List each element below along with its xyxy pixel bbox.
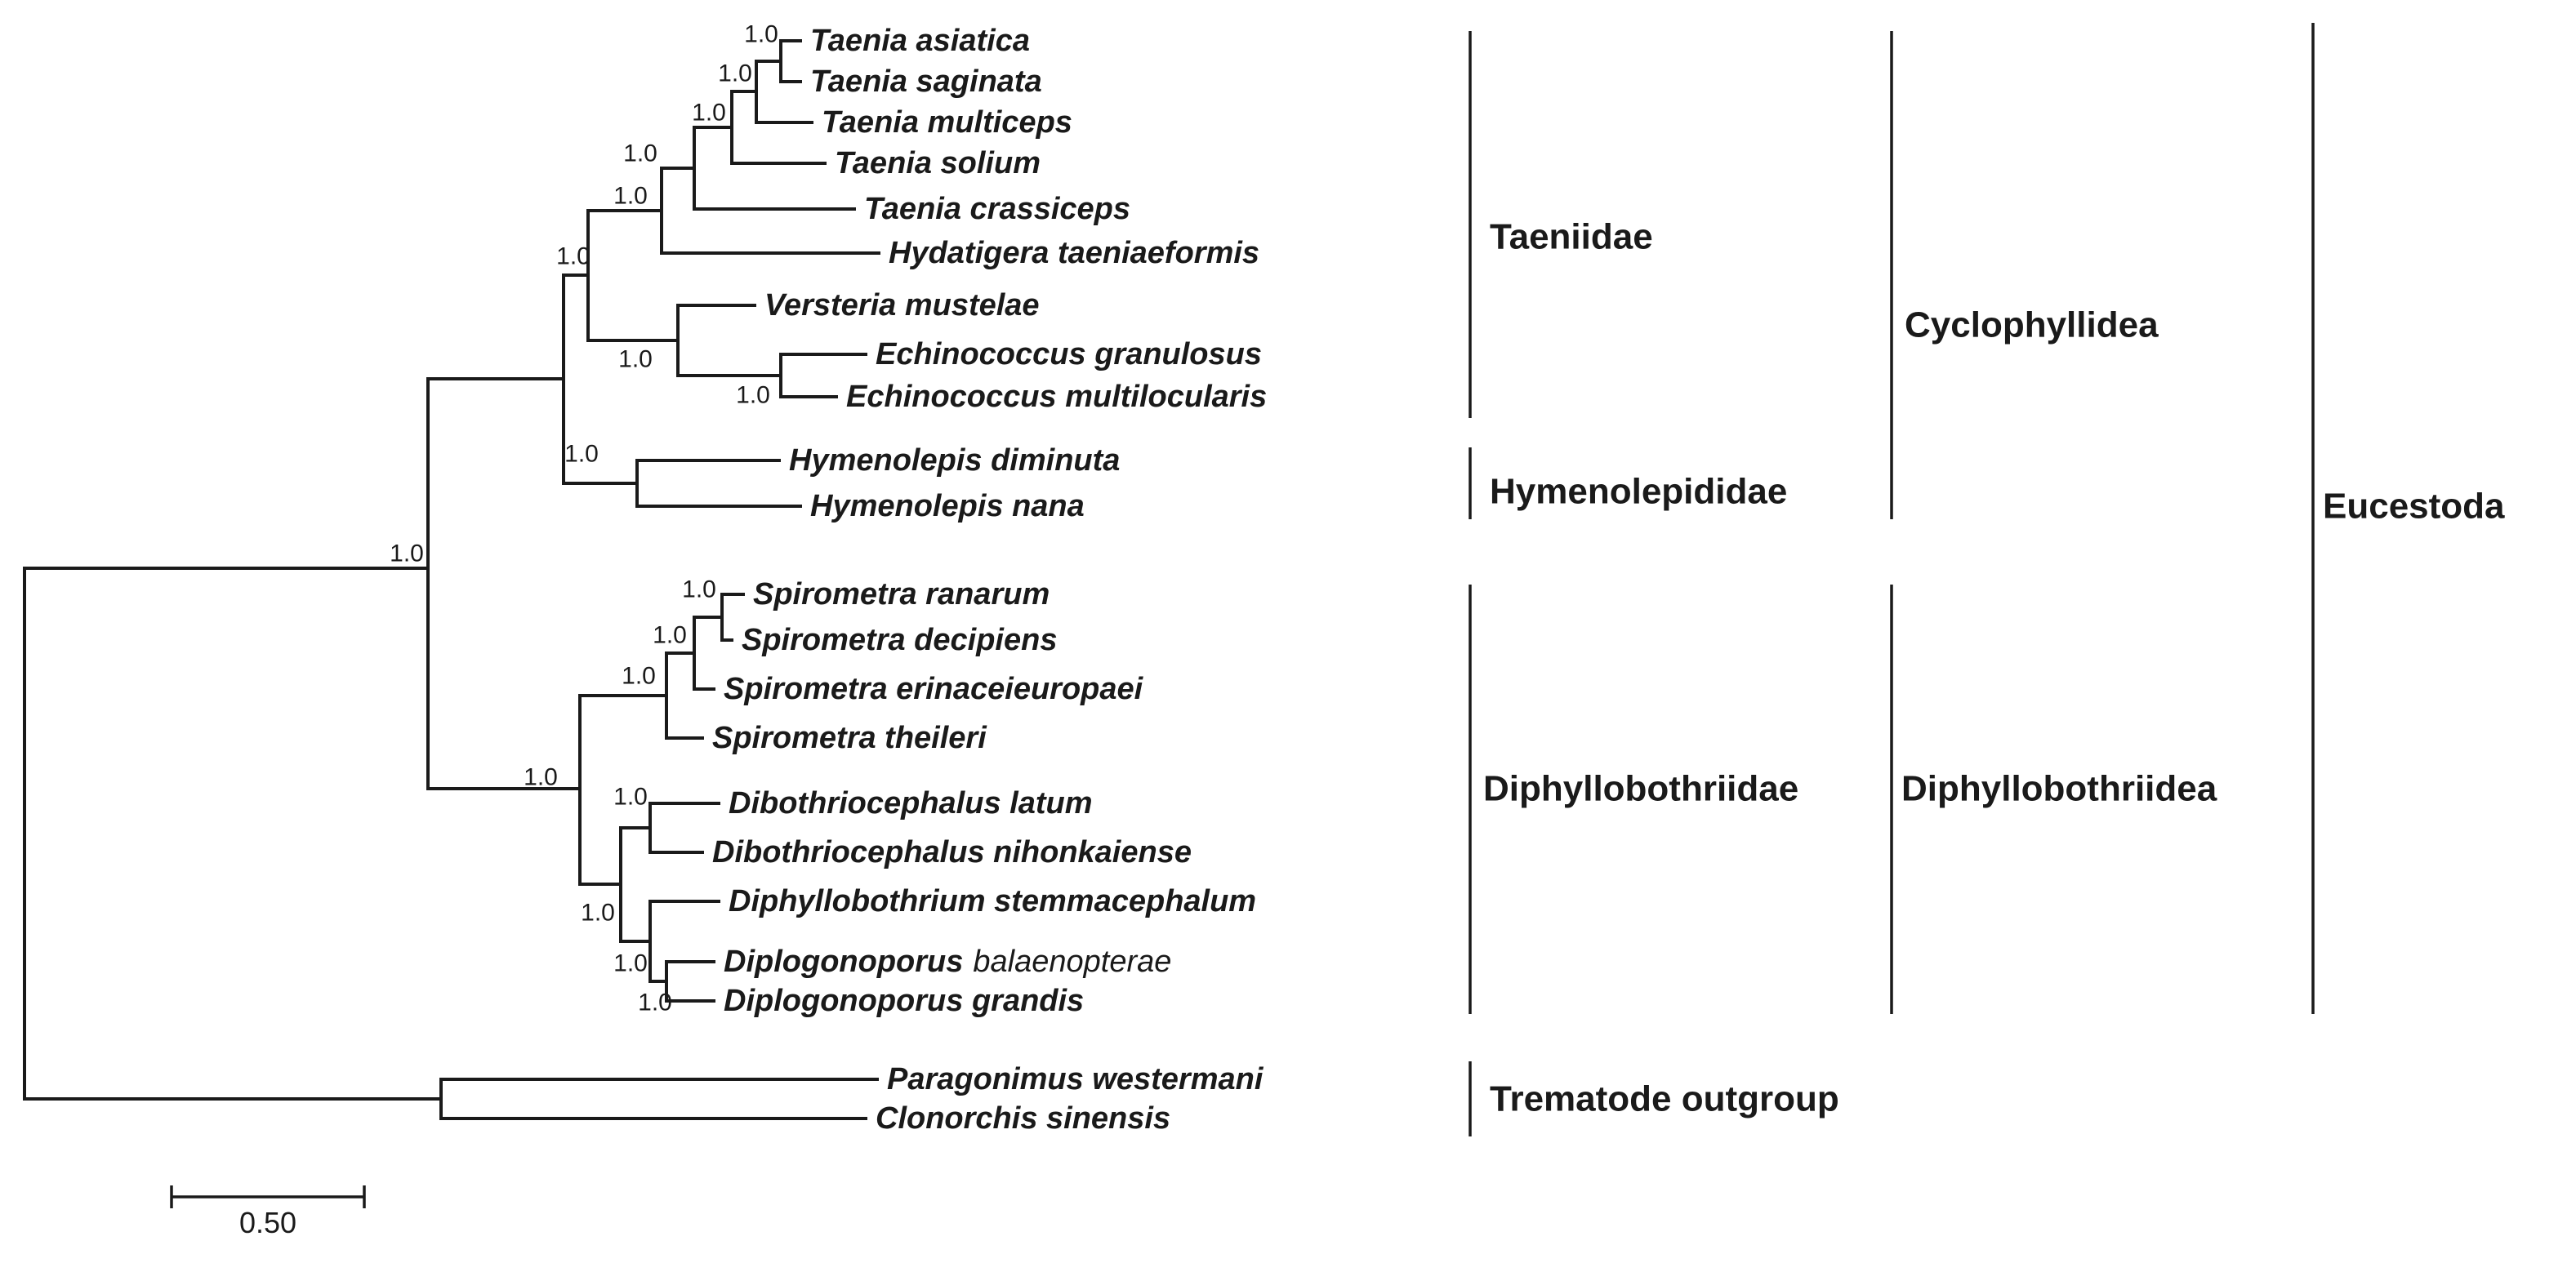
taxon-label-spirometra-ranarum: Spirometra ranarum [753, 577, 1050, 611]
order-cyclophyllidea-label: Cyclophyllidea [1905, 305, 2159, 345]
support-value: 1.0 [390, 540, 424, 567]
taxon-label-echinococcus-granulosus: Echinococcus granulosus [876, 337, 1262, 371]
support-value: 1.0 [556, 243, 591, 270]
taxon-label-spirometra-theileri: Spirometra theileri [712, 721, 987, 755]
taxon-label-spirometra-decipiens: Spirometra decipiens [742, 623, 1057, 657]
taxon-label-taenia-solium: Taenia solium [835, 146, 1041, 180]
taxon-label-diplogonoporus-grandis: Diplogonoporus grandis [724, 984, 1084, 1018]
family-hymenolepididae-label: Hymenolepididae [1490, 472, 1787, 512]
taxon-label-taenia-saginata: Taenia saginata [810, 64, 1042, 99]
taxon-label-spirometra-erinaceieuropaei: Spirometra erinaceieuropaei [724, 672, 1144, 706]
taxon-label-taenia-multiceps: Taenia multiceps [822, 105, 1072, 140]
support-value: 1.0 [524, 764, 558, 791]
taxon-label-dibothriocephalus-latum: Dibothriocephalus latum [729, 786, 1092, 821]
support-value: 1.0 [692, 100, 726, 127]
support-value: 1.0 [653, 622, 687, 649]
support-value: 1.0 [618, 346, 653, 373]
taxon-label-paragonimus-westermani: Paragonimus westermani [887, 1062, 1264, 1096]
taxon-label-versteria-mustelae: Versteria mustelae [764, 288, 1040, 322]
taxon-label-diphyllobothrium-stemmacephalum: Diphyllobothrium stemmacephalum [729, 884, 1256, 918]
support-value: 1.0 [613, 950, 648, 977]
support-value: 1.0 [564, 441, 599, 468]
scale-bar-label: 0.50 [239, 1206, 296, 1239]
support-value: 1.0 [682, 576, 716, 603]
support-value: 1.0 [736, 382, 770, 409]
support-value: 1.0 [613, 183, 648, 210]
family-diphyllobothriidae-label: Diphyllobothriidae [1483, 769, 1798, 809]
support-value: 1.0 [718, 60, 752, 87]
taxon-label-taenia-asiatica: Taenia asiatica [810, 24, 1030, 58]
support-value: 1.0 [638, 989, 672, 1016]
taxon-label-echinococcus-multilocularis: Echinococcus multilocularis [846, 380, 1267, 414]
family-taeniidae-label: Taeniidae [1490, 217, 1653, 257]
support-value: 1.0 [613, 784, 648, 811]
support-value: 1.0 [623, 140, 657, 167]
genus-part: Diplogonoporus [724, 945, 963, 979]
order-diphyllobothriidea-label: Diphyllobothriidea [1901, 769, 2217, 809]
taxon-label-clonorchis-sinensis: Clonorchis sinensis [876, 1101, 1170, 1136]
taxon-label-hymenolepis-nana: Hymenolepis nana [810, 489, 1085, 523]
taxon-label-hymenolepis-diminuta: Hymenolepis diminuta [789, 443, 1120, 478]
support-value: 1.0 [744, 21, 778, 48]
epithet-part: balaenopterae [973, 945, 1171, 979]
taxon-label-hydatigera-taeniaeformis: Hydatigera taeniaeformis [889, 236, 1259, 270]
taxon-label-taenia-crassiceps: Taenia crassiceps [864, 192, 1130, 226]
support-value: 1.0 [581, 900, 615, 927]
taxon-label-diplogonoporus-balaenopterae: Diplogonoporus balaenopterae [724, 945, 1171, 979]
taxon-label-dibothriocephalus-nihonkaiense: Dibothriocephalus nihonkaiense [712, 835, 1192, 869]
outgroup-trematode-label: Trematode outgroup [1490, 1079, 1839, 1119]
support-value: 1.0 [622, 663, 656, 690]
class-eucestoda-label: Eucestoda [2323, 487, 2505, 527]
